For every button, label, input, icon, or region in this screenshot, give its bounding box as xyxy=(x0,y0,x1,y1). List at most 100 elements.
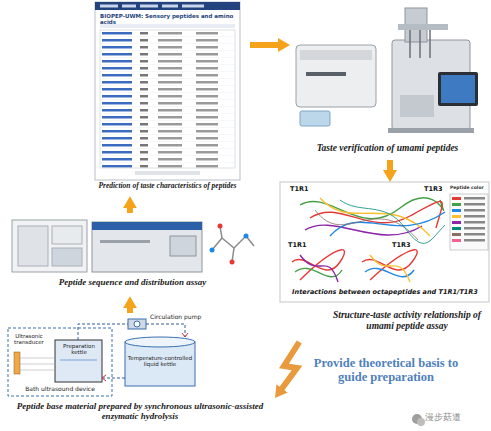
lc-system xyxy=(12,220,87,272)
part-label: Preparation kettle xyxy=(57,343,101,355)
bath-outline xyxy=(8,328,112,396)
menu-item xyxy=(100,5,118,8)
part-label: T1R3 xyxy=(392,242,418,249)
menu-bar xyxy=(95,2,240,10)
protein-ribbon xyxy=(362,250,417,280)
panel-caption: Prediction of taste characteristics of p… xyxy=(85,182,250,191)
flow-arrow xyxy=(250,42,282,48)
bond xyxy=(234,236,246,248)
transducer-wave xyxy=(20,358,55,359)
panel-caption: Taste verification of umami peptides xyxy=(290,143,485,154)
peptide-name-bar xyxy=(464,233,485,236)
part-label: BIOPEP-UWM: Sensory peptides and amino a… xyxy=(100,13,235,25)
lightning-arrow xyxy=(280,342,300,392)
liquid-level xyxy=(60,360,97,361)
atom xyxy=(210,248,215,253)
peptide-swatch xyxy=(452,227,461,230)
peptide-swatch xyxy=(452,233,461,236)
lc-module xyxy=(18,226,48,266)
sensor-probe xyxy=(409,30,411,58)
lcms-instruments xyxy=(12,220,254,272)
beaker-tray xyxy=(400,95,434,117)
panel-caption: Peptide base material prepared by synchr… xyxy=(10,401,270,422)
protein-ribbon xyxy=(370,255,410,282)
protein-ribbon xyxy=(365,268,414,276)
icon-bubble xyxy=(412,414,422,424)
ms-top-panel xyxy=(92,222,202,230)
ms-door xyxy=(170,236,196,256)
data-table xyxy=(100,30,235,168)
sensor-arm xyxy=(398,24,448,30)
protein-ribbon xyxy=(300,198,444,219)
wechat-icon xyxy=(412,414,425,426)
transducer xyxy=(14,352,20,374)
flow-arrow xyxy=(127,304,133,313)
sensor-probe xyxy=(429,30,431,58)
part-label: Temperature-controlled liquid kettle xyxy=(127,355,193,367)
liquid-kettle xyxy=(125,342,195,386)
mass-spectrometer xyxy=(92,222,202,272)
tablet-screen xyxy=(441,75,475,103)
peptide-swatch xyxy=(452,221,461,224)
transducer-wave xyxy=(20,370,55,371)
part-label: Peptide color xyxy=(450,186,490,191)
peptide-name-bar xyxy=(464,239,485,242)
protein-ribbon xyxy=(300,255,338,282)
lc-module xyxy=(52,248,82,266)
receptor-structure xyxy=(280,182,489,302)
panel-caption: Structure-taste activity relationship of… xyxy=(326,310,488,332)
protein-ribbon xyxy=(330,212,445,236)
analyzer-body xyxy=(296,45,376,107)
menu-item xyxy=(122,5,136,8)
bond xyxy=(246,236,254,246)
analyzer-slot xyxy=(306,72,346,76)
pipe xyxy=(146,324,185,337)
peptide-legend-box xyxy=(450,194,488,250)
protein-ribbon xyxy=(315,210,418,240)
process-panel: Structure-taste activity relationship of… xyxy=(278,182,491,342)
menu-item xyxy=(162,5,178,8)
bond xyxy=(212,238,222,250)
edge-label: Provide theoretical basis to guide prepa… xyxy=(300,356,472,385)
peptide-swatch xyxy=(452,203,461,206)
process-panel: Peptide sequence and distribution assay xyxy=(5,213,260,297)
peptide-swatch xyxy=(452,239,461,242)
part-label: T1R3 xyxy=(424,186,450,193)
flow-mark xyxy=(182,333,188,337)
kettle-top xyxy=(125,337,195,347)
peptide-name-bar xyxy=(464,197,485,200)
part-label: T1R1 xyxy=(290,186,316,193)
table-header xyxy=(100,24,235,28)
analyzer-top xyxy=(300,50,372,60)
circulation-pump xyxy=(128,319,146,329)
atom xyxy=(244,234,249,239)
pipe xyxy=(78,324,128,340)
ultrasonic-device xyxy=(8,319,195,396)
menu-item xyxy=(140,5,158,8)
menu-item xyxy=(182,5,204,8)
peptide-name-bar xyxy=(464,227,485,230)
peptide-name-bar xyxy=(464,209,485,212)
protein-ribbon xyxy=(295,268,342,276)
preparation-kettle xyxy=(55,340,102,382)
process-panel: Taste verification of umami peptides xyxy=(290,0,485,160)
part-label: Ultrasonic transducer xyxy=(6,333,52,345)
peptide-swatch xyxy=(452,209,461,212)
bond xyxy=(232,248,234,262)
pump-rotor xyxy=(134,321,140,327)
icon-bubble xyxy=(417,418,425,426)
peptide-swatch xyxy=(452,197,461,200)
process-panel: Peptide base material prepared by synchr… xyxy=(5,313,275,431)
part-label: T1R1 xyxy=(288,242,314,249)
flow-arrow xyxy=(127,204,133,213)
protein-ribbon xyxy=(305,225,422,235)
instrument-base xyxy=(388,128,474,133)
bond xyxy=(222,238,234,248)
peptide-name-bar xyxy=(464,215,485,218)
